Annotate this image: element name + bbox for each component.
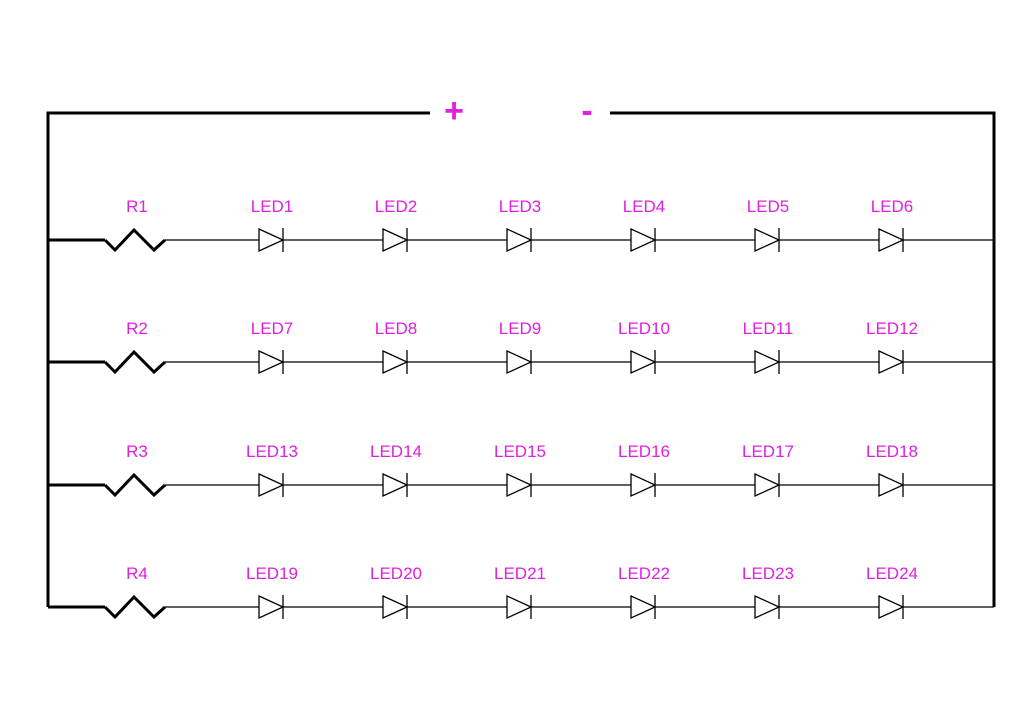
led-diode-icon <box>754 349 781 375</box>
resistor-symbol <box>103 227 167 253</box>
resistor-label: R2 <box>126 319 148 338</box>
led-label: LED6 <box>870 197 914 216</box>
resistor-label: R3 <box>126 442 148 461</box>
negative-terminal-label: - <box>581 92 593 130</box>
led-label: LED24 <box>866 564 918 583</box>
led-diode-icon <box>506 594 533 620</box>
led-label: LED21 <box>494 564 546 583</box>
led-diode-icon <box>258 594 285 620</box>
led-diode-icon <box>258 472 285 498</box>
led-diode-icon <box>506 227 533 253</box>
led-diode-icon <box>878 472 905 498</box>
led-label: LED3 <box>498 197 542 216</box>
led-diode-icon <box>754 594 781 620</box>
resistor-symbol <box>103 594 167 620</box>
led-diode-icon <box>754 227 781 253</box>
led-label: LED16 <box>618 442 670 461</box>
led-label: LED18 <box>866 442 918 461</box>
led-diode-icon <box>382 472 409 498</box>
led-label: LED14 <box>370 442 422 461</box>
led-diode-icon <box>630 594 657 620</box>
led-label: LED1 <box>250 197 294 216</box>
led-diode-icon <box>506 349 533 375</box>
negative-bus-wire <box>610 111 996 607</box>
led-label: LED19 <box>246 564 298 583</box>
led-diode-icon <box>630 472 657 498</box>
led-diode-icon <box>878 227 905 253</box>
resistor-label: R4 <box>126 564 148 583</box>
led-label: LED2 <box>374 197 418 216</box>
led-diode-icon <box>754 472 781 498</box>
led-label: LED7 <box>250 319 294 338</box>
resistor-symbol <box>103 349 167 375</box>
led-label: LED23 <box>742 564 794 583</box>
led-diode-icon <box>630 227 657 253</box>
led-diode-icon <box>878 594 905 620</box>
led-diode-icon <box>382 349 409 375</box>
led-label: LED9 <box>498 319 542 338</box>
led-label: LED8 <box>374 319 418 338</box>
led-label: LED10 <box>618 319 670 338</box>
led-label: LED20 <box>370 564 422 583</box>
led-diode-icon <box>878 349 905 375</box>
led-diode-icon <box>506 472 533 498</box>
led-label: LED22 <box>618 564 670 583</box>
led-label: LED17 <box>742 442 794 461</box>
positive-bus-wire <box>46 111 430 607</box>
resistor-label: R1 <box>126 197 148 216</box>
led-label: LED4 <box>622 197 666 216</box>
led-label: LED12 <box>866 319 918 338</box>
resistor-symbol <box>103 472 167 498</box>
led-diode-icon <box>382 227 409 253</box>
positive-terminal-label: + <box>444 92 464 130</box>
led-diode-icon <box>258 227 285 253</box>
led-diode-icon <box>630 349 657 375</box>
led-diode-icon <box>382 594 409 620</box>
led-label: LED5 <box>746 197 790 216</box>
led-label: LED13 <box>246 442 298 461</box>
led-label: LED15 <box>494 442 546 461</box>
led-diode-icon <box>258 349 285 375</box>
led-label: LED11 <box>742 319 794 338</box>
